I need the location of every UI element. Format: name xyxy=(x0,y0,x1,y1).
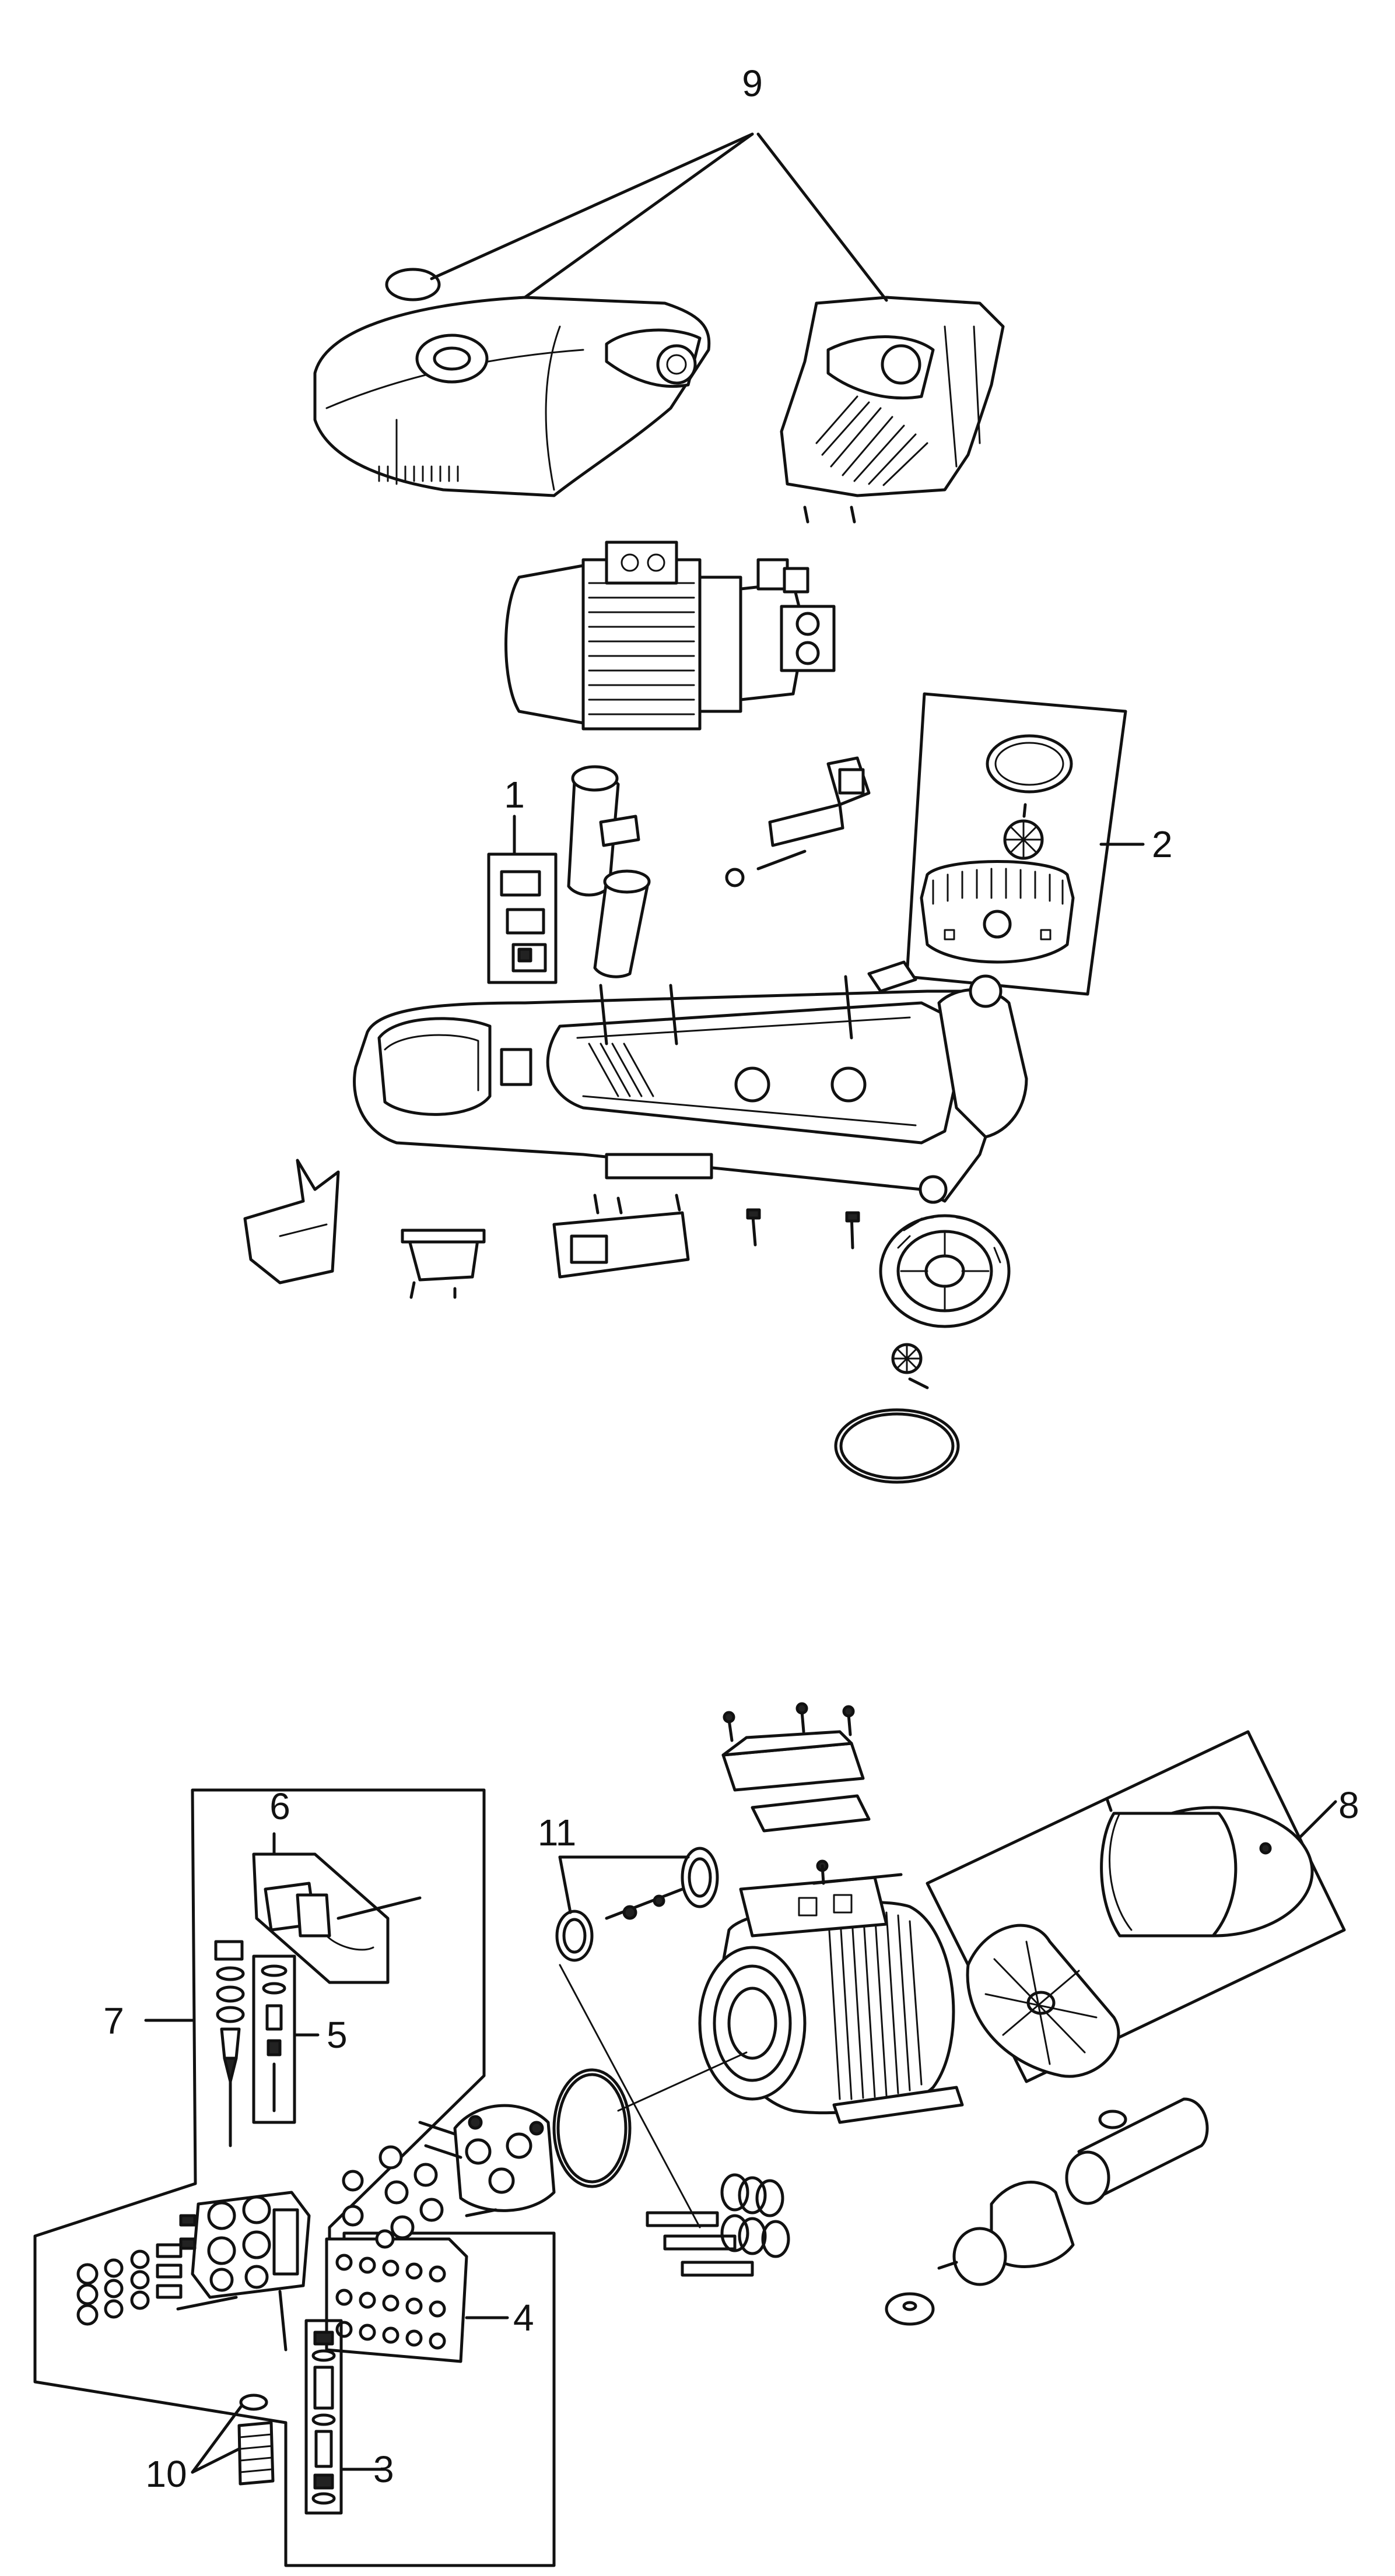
callout-10: 10 xyxy=(145,2453,187,2495)
chassis-base xyxy=(353,960,1028,1203)
callout-7: 7 xyxy=(103,2000,124,2042)
callout-11: 11 xyxy=(538,1812,576,1854)
part-4-box xyxy=(325,2237,509,2363)
callout-6: 6 xyxy=(269,1785,290,1827)
part-10-fitting xyxy=(191,2393,275,2486)
bolts xyxy=(746,1208,860,1250)
wheel xyxy=(879,1175,1011,1328)
hood-cover-rear xyxy=(780,296,1005,524)
callout-3: 3 xyxy=(373,2448,394,2490)
electric-motor xyxy=(698,1859,964,2124)
hub-cap xyxy=(891,1343,929,1389)
part-5-box xyxy=(252,1954,320,2124)
switch-kit-box xyxy=(487,815,558,984)
callout-1: 1 xyxy=(504,774,525,816)
wheel-kit-box xyxy=(905,692,1145,996)
wheel-ring xyxy=(834,1408,960,1484)
nozzle-fittings xyxy=(214,1940,245,2147)
pump-manifold xyxy=(176,2191,311,2352)
pump-seals xyxy=(342,2145,444,2249)
pump-head xyxy=(418,2104,556,2217)
cable-hook-bracket xyxy=(725,756,871,887)
part-6-box xyxy=(252,1832,422,1984)
part-8-fan-cover-box xyxy=(926,1730,1346,2083)
part-3-box xyxy=(304,2319,387,2515)
hood-cover-front xyxy=(313,296,711,497)
capacitor-parts xyxy=(885,2097,1209,2326)
callout-2: 2 xyxy=(1152,823,1173,865)
hose-hanger-bracket xyxy=(243,1159,340,1285)
terminal-box-cover xyxy=(721,1702,871,1833)
part-11-fan-seal xyxy=(555,1847,748,2228)
callout-5: 5 xyxy=(327,2014,348,2056)
callout-9-leader xyxy=(430,132,888,302)
callout-8: 8 xyxy=(1338,1784,1359,1826)
oring-large xyxy=(552,2068,632,2188)
detergent-cup xyxy=(401,1229,486,1299)
pistons-springs xyxy=(646,2173,790,2277)
base-bracket xyxy=(552,1194,690,1279)
motor-pump-assembly xyxy=(504,541,836,731)
hose-holder-parts xyxy=(567,765,651,978)
hood-cap xyxy=(385,268,441,301)
callout-9: 9 xyxy=(742,62,763,104)
callout-4: 4 xyxy=(513,2297,534,2339)
valve-seals-left xyxy=(76,2214,197,2326)
